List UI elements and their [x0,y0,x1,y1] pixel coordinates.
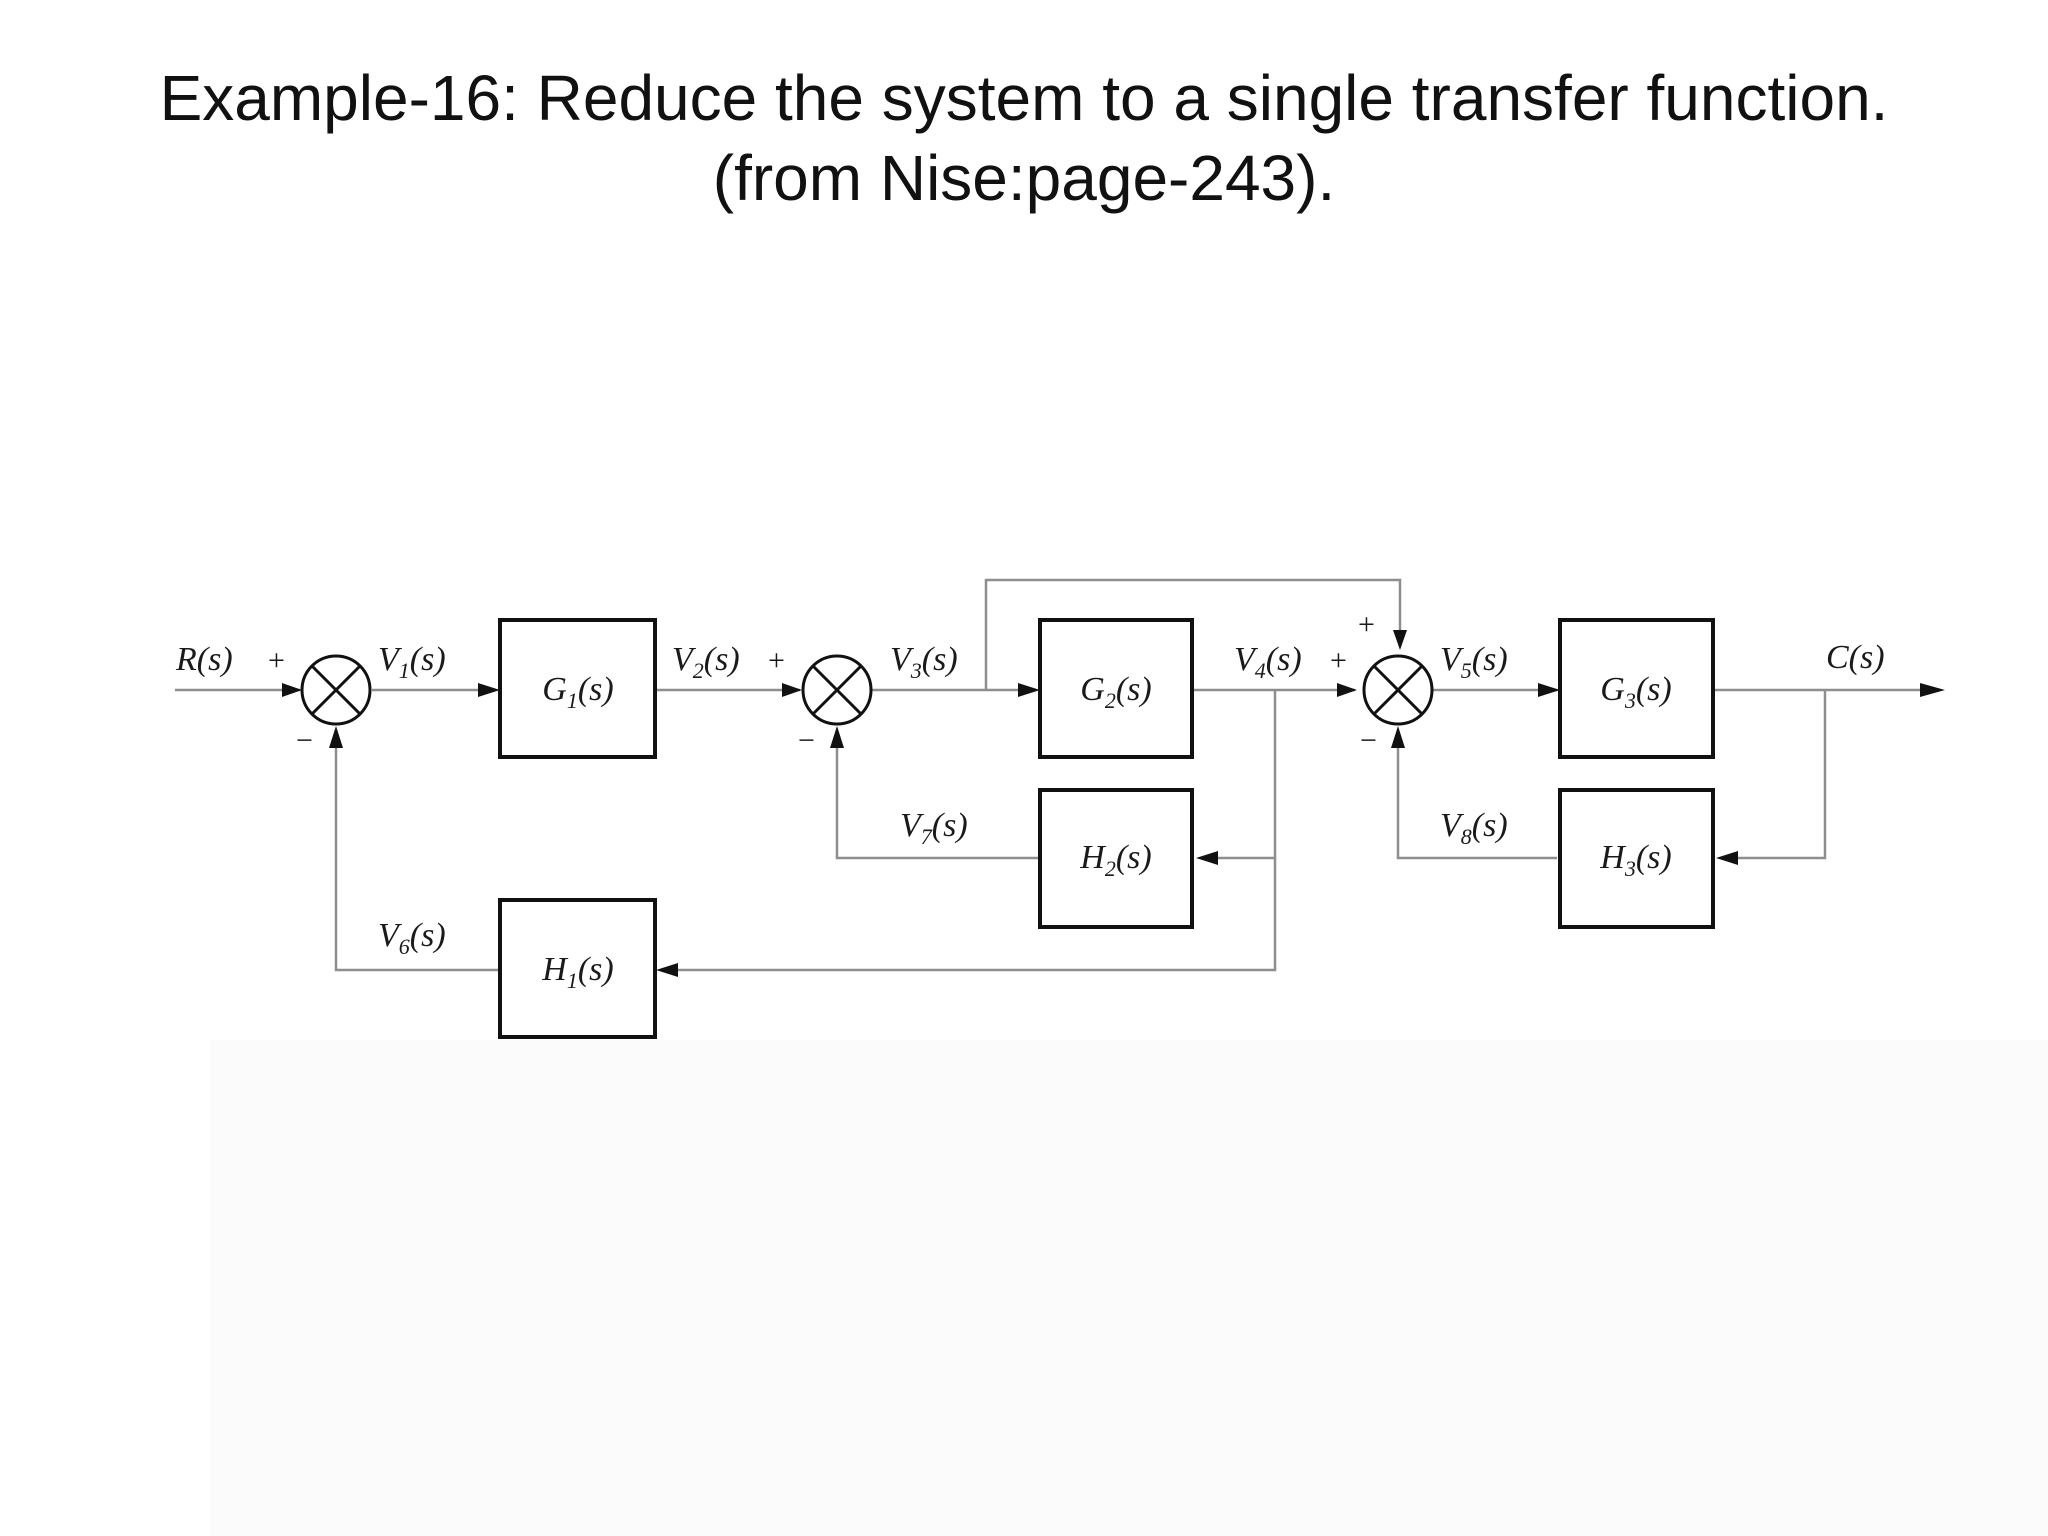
sign-sum2-minus: − [798,724,815,757]
label-output-c: C(s) [1826,639,1885,676]
arrow-feedforward-into-sum3 [1393,630,1407,650]
sign-sum1-minus: − [296,724,313,757]
wire-v6 [334,736,500,972]
arrow-v6-into-sum1 [329,726,343,748]
label-v4: V4(s) [1234,641,1302,683]
arrow-v8-into-sum3 [1391,726,1405,748]
sign-sum1-plus: + [268,644,285,677]
block-h1: H1(s) [498,898,657,1039]
label-v5: V5(s) [1440,641,1508,683]
block-g2: G2(s) [1038,618,1194,759]
block-h2: H2(s) [1038,788,1194,929]
label-v7: V7(s) [900,807,968,849]
label-input-r: R(s) [175,641,233,678]
arrow-v7-into-sum2 [830,726,844,748]
arrow-v4-into-sum3 [1337,683,1357,697]
arrowheads [282,630,1945,977]
label-v8: V8(s) [1440,807,1508,849]
summing-junction-1 [300,654,372,726]
label-v1: V1(s) [378,641,446,683]
wire-v4-to-h2 [1210,690,1277,860]
sign-sum3-minus: − [1360,724,1377,757]
arrow-r-into-sum1 [282,683,302,697]
wire-v7 [835,736,1040,860]
arrow-v3-into-g2 [1018,683,1040,697]
arrow-v5-into-g3 [1538,683,1560,697]
block-h3: H3(s) [1558,788,1715,929]
arrow-into-h2 [1196,851,1218,865]
signal-wires [175,578,1935,972]
svg-text:H3(s): H3(s) [1599,839,1671,881]
title-line-1: Example-16: Reduce the system to a singl… [159,62,1889,134]
slide-backdrop [210,1040,2048,1536]
label-v2: V2(s) [672,641,740,683]
arrow-into-h1 [656,963,678,977]
svg-text:G1(s): G1(s) [542,671,613,713]
label-v6: V6(s) [378,917,446,959]
slide-title: Example-16: Reduce the system to a singl… [0,58,2048,218]
svg-text:H1(s): H1(s) [541,951,613,993]
arrow-into-h3 [1716,851,1738,865]
arrow-v1-into-g1 [478,683,500,697]
wire-v4-to-h1 [665,858,1277,972]
label-v3: V3(s) [890,641,958,683]
svg-text:H2(s): H2(s) [1079,839,1151,881]
wire-v8 [1396,736,1557,860]
title-line-2: (from Nise:page-243). [712,142,1336,214]
block-g3: G3(s) [1558,618,1715,759]
sign-sum2-plus: + [768,644,785,677]
summing-junction-2 [801,654,873,726]
block-g1: G1(s) [498,618,657,759]
svg-text:G3(s): G3(s) [1600,671,1671,713]
sign-sum3-plus-left: + [1330,644,1347,677]
arrow-c-output [1920,683,1945,697]
arrow-v2-into-sum2 [782,683,802,697]
wire-feedforward [984,578,1402,690]
svg-text:G2(s): G2(s) [1080,671,1151,713]
wire-c-to-h3 [1730,690,1827,860]
summing-junction-3 [1362,654,1434,726]
sign-sum3-plus-top: + [1358,608,1375,641]
